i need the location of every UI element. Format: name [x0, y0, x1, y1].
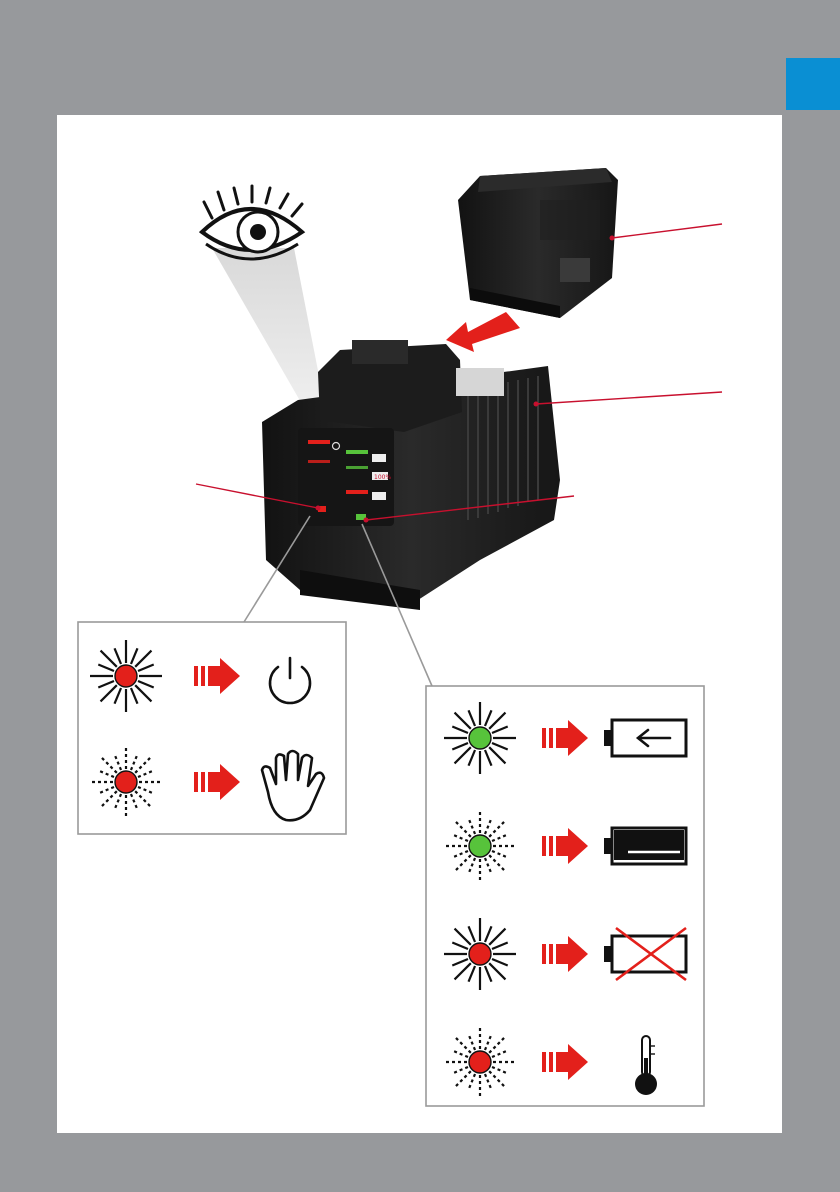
page-footer-strip [0, 1186, 840, 1192]
leader-line-battery [612, 224, 722, 238]
charger-percent-label: 100% [374, 474, 391, 481]
led-steady-red-icon [444, 918, 516, 990]
leader-line-charger [536, 392, 722, 404]
led-steady-red-icon [90, 640, 162, 712]
led-steady-green-icon [444, 702, 516, 774]
insert-arrow [446, 312, 520, 352]
battery-full-icon [604, 828, 686, 864]
battery-pack [458, 168, 618, 318]
